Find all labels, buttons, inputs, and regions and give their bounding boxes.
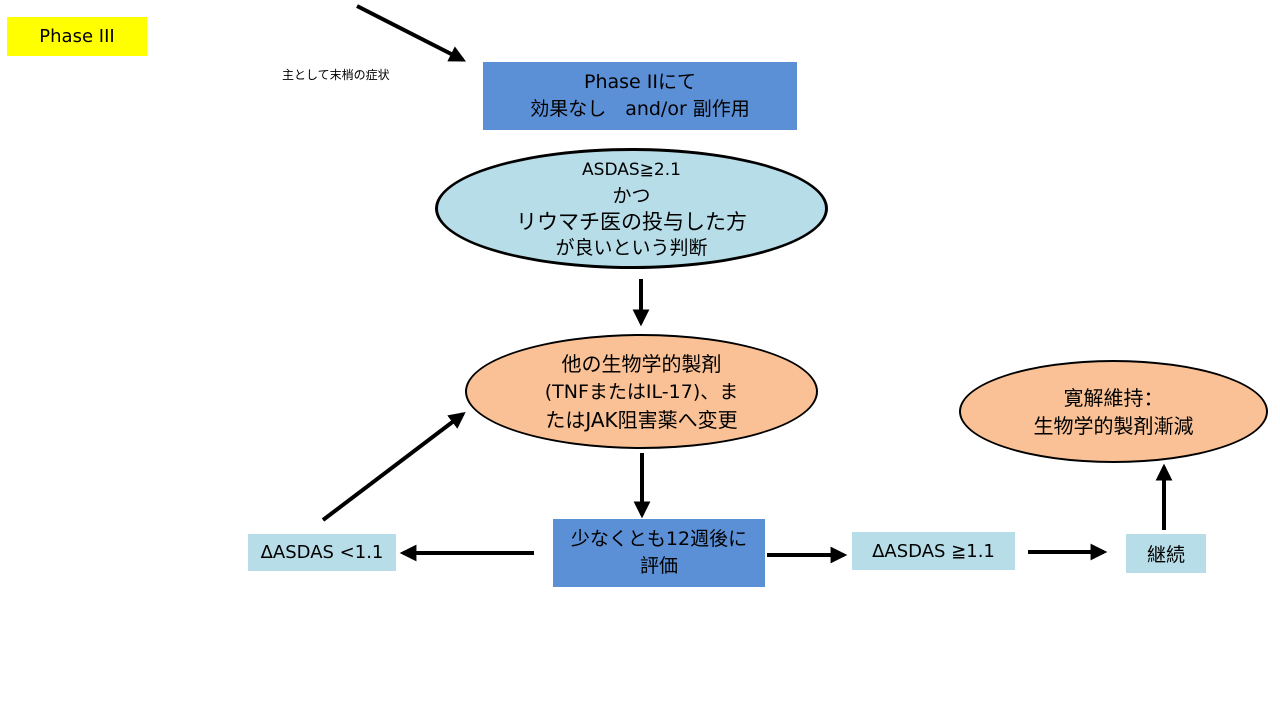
change-therapy-ellipse: 他の生物学的製剤 (TNFまたはIL-17)、ま たはJAK阻害薬へ変更 xyxy=(465,334,818,449)
arrow-into-phase2 xyxy=(356,4,466,62)
criteria-line-3: リウマチ医の投与した方 xyxy=(516,209,747,234)
arrow-low-to-change xyxy=(321,411,466,522)
evaluate-line-1: 少なくとも12週後に xyxy=(570,528,748,550)
change-line-3: たはJAK阻害薬へ変更 xyxy=(545,407,738,432)
peripheral-symptom-note: 主として末梢の症状 xyxy=(282,68,390,82)
delta-asdas-low-box: ΔASDAS <1.1 xyxy=(248,534,396,571)
remission-ellipse: 寛解維持： 生物学的製剤漸減 xyxy=(959,360,1268,463)
change-line-1: 他の生物学的製剤 xyxy=(561,351,722,376)
delta-asdas-high-box: ΔASDAS ≧1.1 xyxy=(852,532,1015,570)
phase2-line-2: 効果なし and/or 副作用 xyxy=(530,98,750,120)
remission-line-2: 生物学的製剤漸減 xyxy=(1033,413,1194,438)
criteria-line-4: が良いという判断 xyxy=(555,236,708,259)
phase2-failure-box: Phase IIにて 効果なし and/or 副作用 xyxy=(483,62,797,130)
continue-box: 継続 xyxy=(1126,534,1206,573)
remission-line-1: 寛解維持： xyxy=(1063,385,1164,410)
criteria-line-1: ASDAS≧2.1 xyxy=(582,159,681,180)
change-line-2: (TNFまたはIL-17)、ま xyxy=(544,380,739,403)
delta-low-text: ΔASDAS <1.1 xyxy=(260,542,384,563)
phase-label-text: Phase III xyxy=(39,26,115,47)
evaluate-line-2: 評価 xyxy=(639,555,678,577)
phase2-line-1: Phase IIにて xyxy=(584,71,696,93)
criteria-line-2: かつ xyxy=(612,184,651,207)
phase-label: Phase III xyxy=(7,17,147,56)
delta-high-text: ΔASDAS ≧1.1 xyxy=(872,540,995,562)
continue-text: 継続 xyxy=(1146,544,1185,566)
evaluate-box: 少なくとも12週後に 評価 xyxy=(553,519,765,587)
criteria-ellipse: ASDAS≧2.1 かつ リウマチ医の投与した方 が良いという判断 xyxy=(435,148,828,269)
